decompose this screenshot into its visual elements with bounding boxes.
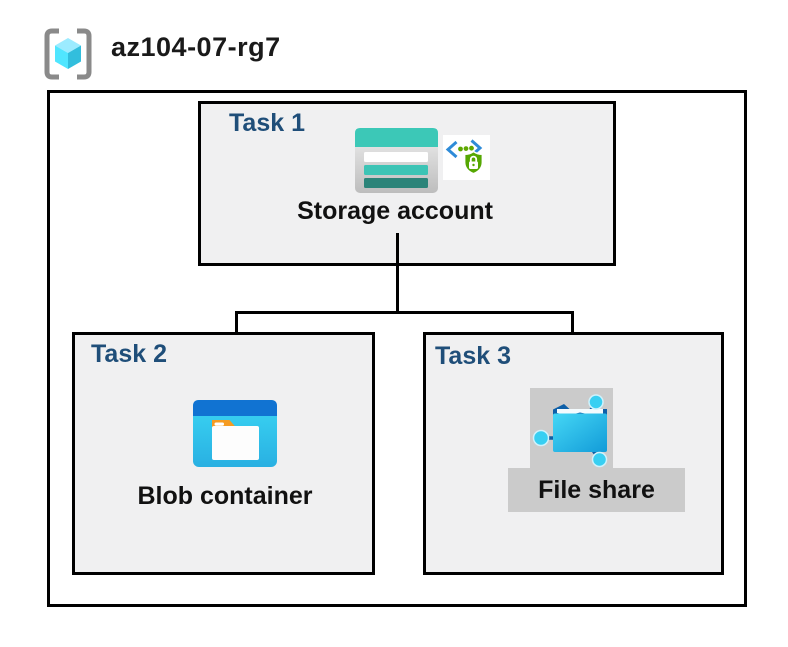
- task1-label: Task 1: [229, 109, 305, 137]
- task2-label: Task 2: [91, 340, 167, 368]
- task3-box: Task 3: [423, 332, 724, 575]
- task3-label: Task 3: [435, 342, 511, 370]
- file-share-icon-background: [530, 388, 613, 468]
- secure-access-badge-icon: [443, 135, 490, 180]
- task1-box: Task 1: [198, 101, 616, 266]
- task2-box: Task 2 Blob container: [72, 332, 375, 575]
- resource-group-name: az104-07-rg7: [111, 32, 281, 62]
- connector-storage-to-branch: [396, 233, 399, 314]
- file-share-icon: [532, 394, 608, 468]
- storage-account-label: Storage account: [297, 197, 493, 225]
- file-share-label-background: File share: [508, 468, 685, 512]
- blob-container-icon: [193, 400, 277, 467]
- resource-group-boundary: Task 1: [47, 90, 747, 607]
- connector-branch-horizontal: [235, 311, 574, 314]
- file-share-label: File share: [538, 476, 655, 504]
- storage-account-icon: [355, 128, 438, 193]
- resource-group-icon: [44, 28, 92, 80]
- blob-container-label: Blob container: [137, 482, 313, 510]
